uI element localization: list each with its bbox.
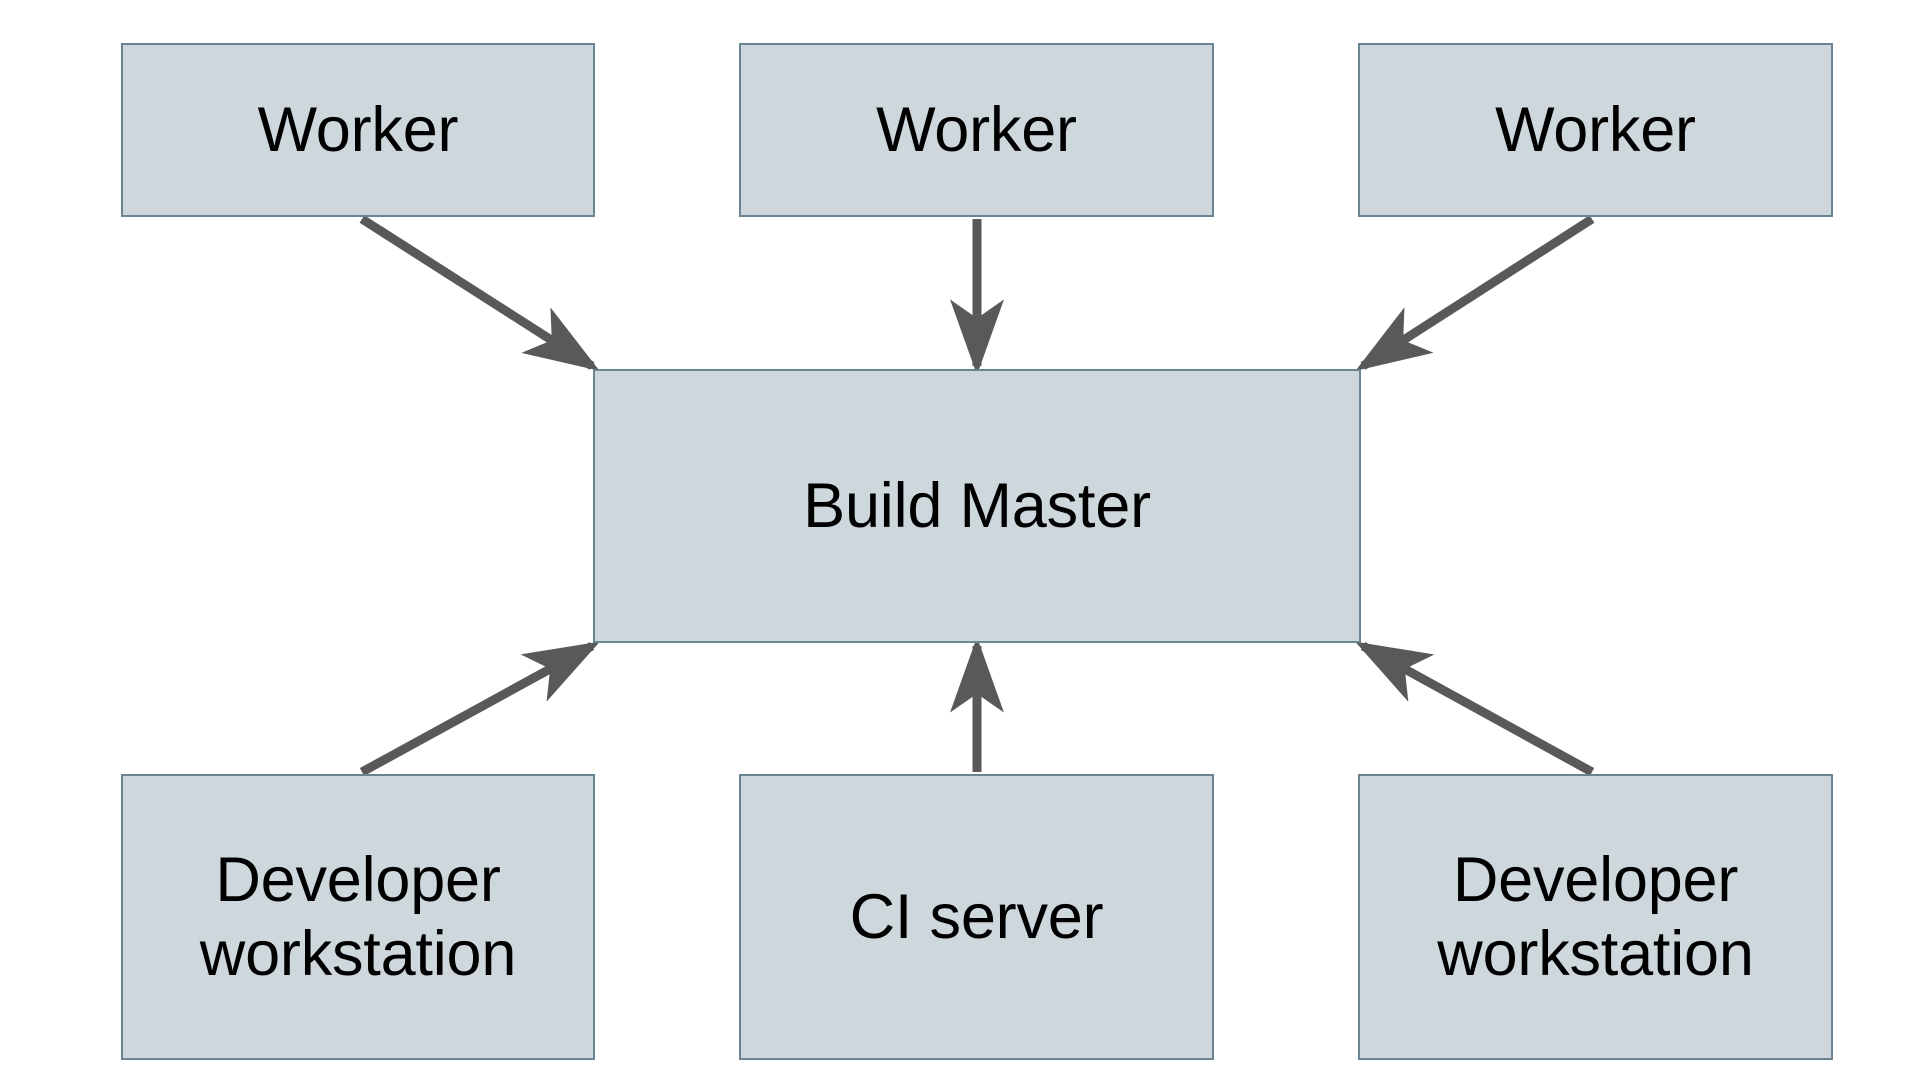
edge-worker-left-to-master xyxy=(359,215,600,371)
node-worker-left[interactable]: Worker xyxy=(121,43,595,217)
node-label: Worker xyxy=(1495,94,1696,165)
node-worker-mid[interactable]: Worker xyxy=(739,43,1214,217)
node-worker-right[interactable]: Worker xyxy=(1358,43,1833,217)
edge-worker-right-to-master xyxy=(1355,215,1595,371)
node-label: Build Master xyxy=(803,470,1151,541)
node-build-master[interactable]: Build Master xyxy=(593,369,1361,643)
node-label: Developer workstation xyxy=(1437,844,1754,989)
edge-dev-left-to-master xyxy=(359,641,600,776)
node-label: Worker xyxy=(257,94,459,165)
node-label: Worker xyxy=(876,94,1077,165)
node-developer-workstation-left[interactable]: Developer workstation xyxy=(121,774,595,1060)
node-label: CI server xyxy=(849,881,1104,952)
node-developer-workstation-right[interactable]: Developer workstation xyxy=(1358,774,1833,1060)
edge-dev-right-to-master xyxy=(1355,641,1595,776)
node-label: Developer workstation xyxy=(199,844,517,989)
node-ci-server[interactable]: CI server xyxy=(739,774,1214,1060)
